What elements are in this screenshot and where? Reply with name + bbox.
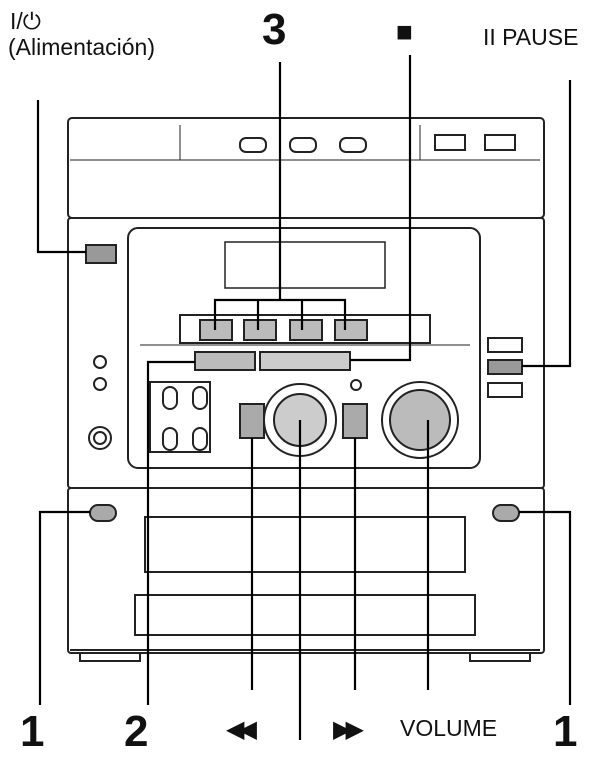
- volume-knob: [381, 381, 459, 459]
- power-button: [85, 244, 117, 264]
- rewind-label: ◀◀: [226, 716, 257, 743]
- stop-button: [259, 351, 351, 371]
- callout-1-right: 1: [553, 707, 578, 756]
- cd-button-3: [289, 319, 323, 341]
- power-text-label: (Alimentación): [8, 34, 155, 60]
- top-unit: [67, 117, 545, 219]
- forward-label: ▶▶: [333, 716, 364, 743]
- eject-right: [492, 504, 520, 522]
- tape-window: [144, 516, 466, 573]
- pause-button: [487, 359, 523, 375]
- top-button-2: [289, 137, 317, 153]
- top-rect-2: [484, 134, 516, 151]
- top-button-1: [239, 137, 267, 153]
- top-rect-1: [434, 134, 466, 151]
- eject-left: [89, 504, 117, 522]
- display: [224, 241, 386, 289]
- headphone-jack: [88, 426, 112, 450]
- forward-button: [342, 403, 368, 439]
- callout-3: 3: [262, 5, 287, 54]
- callout-1-left: 1: [20, 707, 45, 756]
- cd-button-2: [243, 319, 277, 341]
- function-button: [194, 351, 256, 371]
- rewind-button: [239, 403, 265, 439]
- center-panel: [127, 227, 481, 469]
- deck-unit: [67, 487, 545, 654]
- power-symbol-label: I/⏻: [10, 8, 41, 34]
- volume-label: VOLUME: [400, 715, 498, 741]
- callout-2: 2: [124, 707, 149, 756]
- top-button-3: [339, 137, 367, 153]
- cd-button-4: [334, 319, 368, 341]
- pause-label: II PAUSE: [483, 24, 579, 50]
- stop-label: ■: [396, 16, 413, 47]
